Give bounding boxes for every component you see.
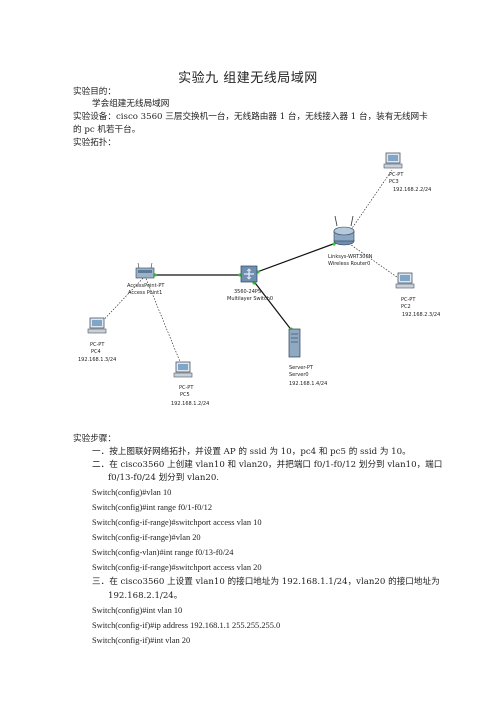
router-label-model: Linksys-WRT300N xyxy=(328,254,373,260)
link-router-pc3 xyxy=(343,169,393,241)
switch-label-model: 3560-24PS xyxy=(234,289,261,295)
pc5-label-type: PC-PT xyxy=(179,385,194,391)
ap-label-name: Access Point1 xyxy=(128,290,162,296)
step-1: 一．按上图联好网络拓扑，并设置 AP 的 ssid 为 10，pc4 和 pc5… xyxy=(92,447,411,457)
command-line: Switch(config-if-range)#switchport acces… xyxy=(92,563,262,572)
command-line: Switch(config-if-range)#vlan 20 xyxy=(92,533,201,542)
server-icon[interactable] xyxy=(288,328,301,358)
command-line: Switch(config-vlan)#int range f0/13-f0/2… xyxy=(92,548,234,557)
command-line: Switch(config)#int vlan 10 xyxy=(92,606,183,615)
step-3-line-1: 三．在 cisco3560 上设置 vlan10 的接口地址为 192.168.… xyxy=(92,577,440,587)
pc4-label-type: PC-PT xyxy=(90,342,105,348)
server-label-type: Server-PT xyxy=(289,365,314,371)
pc4-label-ip: 192.168.1.3/24 xyxy=(78,357,116,363)
switch-label-name: Multilayer Switch0 xyxy=(227,296,273,302)
pc2-label-type: PC-PT xyxy=(401,297,416,303)
pc5-label-ip: 192.168.1.2/24 xyxy=(171,401,209,407)
pc3-label-type: PC-PT xyxy=(389,172,404,178)
step-3-line-2: 192.168.2.1/24。 xyxy=(108,591,183,601)
pc3-label-name: PC3 xyxy=(389,179,399,185)
pc3-computer-icon[interactable] xyxy=(383,152,403,169)
wireless-router-icon[interactable] xyxy=(333,215,355,246)
step-2-line-2: f0/13-f0/24 划分到 vlan20. xyxy=(108,473,220,483)
topology-heading: 实验拓扑： xyxy=(73,138,116,148)
pc3-label-ip: 192.168.2.2/24 xyxy=(393,187,431,193)
multilayer-switch-icon[interactable] xyxy=(240,265,258,283)
pc2-label-ip: 192.168.2.3/24 xyxy=(402,312,440,318)
link-ap-pc4 xyxy=(96,275,146,328)
command-line: Switch(config-if)#int vlan 20 xyxy=(92,636,191,645)
pc5-computer-icon[interactable] xyxy=(173,361,193,378)
purpose-body: 学会组建无线局域网 xyxy=(92,99,170,109)
devices-line-1: 实验设备：cisco 3560 三层交换机一台，无线路由器 1 台，无线接入器 … xyxy=(73,112,428,122)
link-switch-router xyxy=(248,239,345,276)
link-switch-server xyxy=(248,274,297,337)
command-line: Switch(config-if)#ip address 192.168.1.1… xyxy=(92,621,281,630)
pc5-label-name: PC5 xyxy=(180,392,190,398)
pc2-computer-icon[interactable] xyxy=(395,272,415,289)
link-router-pc2 xyxy=(343,239,405,283)
pc4-computer-icon[interactable] xyxy=(87,317,107,334)
doc-title: 实验九 组建无线局域网 xyxy=(178,71,318,86)
devices-line-2: 的 pc 机若干台。 xyxy=(73,125,141,135)
command-line: Switch(config)#int range f0/1-f0/12 xyxy=(92,503,213,512)
pc2-label-name: PC2 xyxy=(401,304,411,310)
command-line: Switch(config)#vlan 10 xyxy=(92,488,172,497)
server-label-ip: 192.168.1.4/24 xyxy=(289,381,327,387)
command-line: Switch(config-if-range)#switchport acces… xyxy=(92,518,262,527)
router-label-name: Wireless Router0 xyxy=(328,261,370,267)
purpose-heading: 实验目的： xyxy=(73,87,116,97)
server-label-name: Server0 xyxy=(289,372,309,378)
steps-heading: 实验步骤： xyxy=(73,434,116,444)
pc4-label-name: PC4 xyxy=(91,349,101,355)
step-2-line-1: 二．在 cisco3560 上创建 vlan10 和 vlan20，并把端口 f… xyxy=(92,460,443,470)
access-point-icon[interactable] xyxy=(135,262,155,279)
ap-label-model: AccessPoint-PT xyxy=(127,283,165,289)
